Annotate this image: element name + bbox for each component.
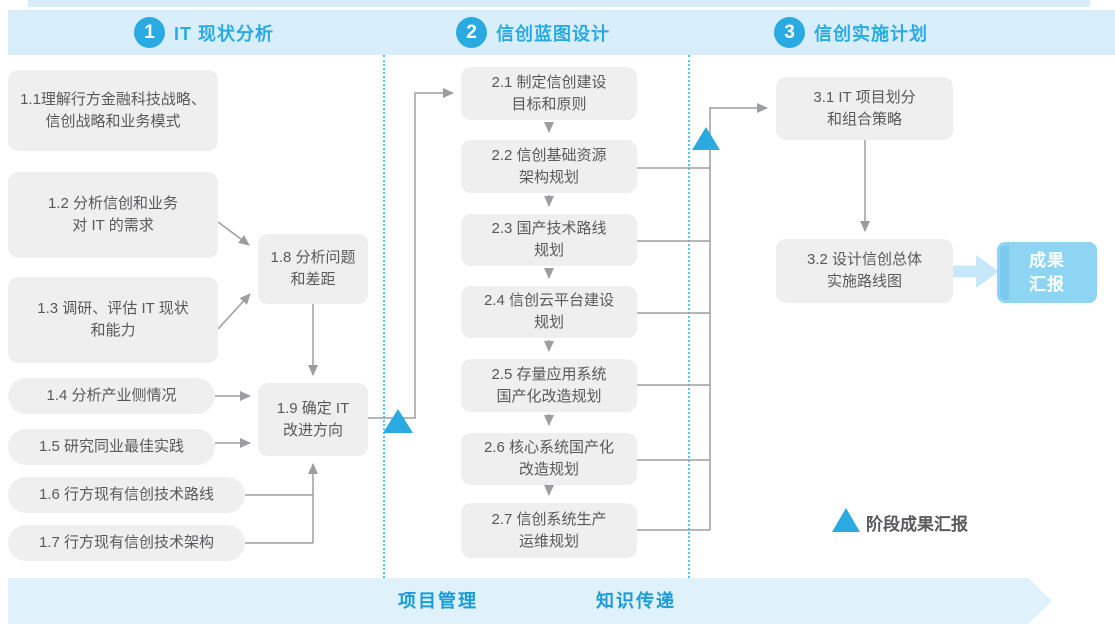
step-box-2-3: 2.3 国产技术路线 规划 — [461, 214, 637, 266]
phase-divider-2 — [688, 55, 690, 578]
footer-item-project-management: 项目管理 — [398, 591, 478, 611]
footer-item-knowledge-transfer: 知识传递 — [596, 591, 676, 611]
step-box-1-9: 1.9 确定 IT 改进方向 — [258, 383, 368, 456]
step-box-1-5: 1.5 研究同业最佳实践 — [8, 429, 215, 465]
phase-2-number-badge: 2 — [456, 17, 487, 48]
milestone-triangle-phase2-icon — [692, 127, 720, 150]
step-box-1-4: 1.4 分析产业侧情况 — [8, 378, 215, 414]
legend-triangle-icon — [832, 508, 860, 532]
step-box-2-2: 2.2 信创基础资源 架构规划 — [461, 140, 637, 193]
phase-3-title: 信创实施计划 — [814, 23, 928, 44]
step-box-3-2: 3.2 设计信创总体 实施路线图 — [776, 239, 953, 303]
step-box-1-3: 1.3 调研、评估 IT 现状 和能力 — [8, 277, 218, 363]
step-box-2-7: 2.7 信创系统生产 运维规划 — [461, 503, 637, 558]
step-box-2-1: 2.1 制定信创建设 目标和原则 — [461, 67, 637, 120]
step-box-1-2: 1.2 分析信创和业务 对 IT 的需求 — [8, 172, 218, 258]
step-box-1-7: 1.7 行方现有信创技术架构 — [8, 525, 245, 561]
step-box-2-5: 2.5 存量应用系统 国产化改造规划 — [461, 359, 637, 412]
step-box-2-4: 2.4 信创云平台建设 规划 — [461, 286, 637, 338]
step-box-1-1: 1.1理解行方金融科技战略、 信创战略和业务模式 — [8, 70, 218, 151]
phase-1-title: IT 现状分析 — [174, 23, 274, 44]
step-box-1-8: 1.8 分析问题 和差距 — [258, 234, 368, 304]
step-box-3-1: 3.1 IT 项目划分 和组合策略 — [776, 77, 953, 140]
step-box-1-6: 1.6 行方现有信创技术路线 — [8, 477, 245, 513]
milestone-triangle-phase1-icon — [383, 409, 413, 433]
legend-label: 阶段成果汇报 — [866, 515, 968, 534]
footer-band — [8, 578, 1052, 624]
top-strip — [28, 0, 1090, 7]
result-arrow-icon — [953, 255, 999, 288]
phase-3-number-badge: 3 — [774, 17, 805, 48]
phase-1-number-badge: 1 — [134, 17, 165, 48]
phase-2-title: 信创蓝图设计 — [496, 23, 610, 44]
phase-band-3: 3 信创实施计划 — [686, 10, 1115, 55]
phase-divider-1 — [383, 55, 385, 578]
result-report-box: 成果 汇报 — [997, 242, 1097, 303]
step-box-2-6: 2.6 核心系统国产化 改造规划 — [461, 433, 637, 485]
